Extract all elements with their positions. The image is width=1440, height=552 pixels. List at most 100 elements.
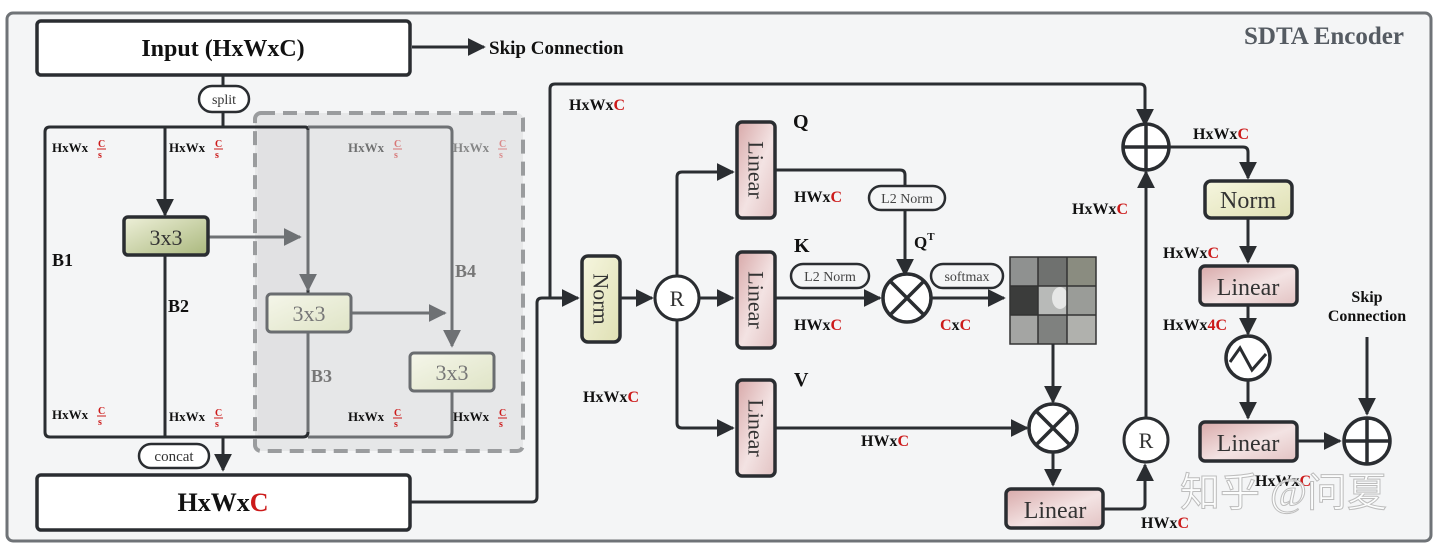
dim-norm-out: HxWxC	[1163, 245, 1219, 262]
add-node-2	[1342, 416, 1392, 466]
dim-prefix: HxWx	[52, 407, 89, 422]
dim-k: HWxC	[794, 317, 842, 334]
linear-proj-label: Linear	[1024, 498, 1087, 524]
activation-icon	[1224, 334, 1272, 382]
dim-prefix: HxWx	[453, 140, 490, 155]
dim-b4-bottom: HxWx C s	[453, 408, 507, 430]
dim-v-input: HxWxC	[583, 389, 639, 406]
conv-3x3-b3	[265, 292, 353, 334]
output-to-norm-arrow	[410, 289, 580, 504]
conv-3x3-b2-label: 3x3	[150, 225, 183, 250]
dim-prefix: HxWx	[348, 409, 385, 424]
dim-b1-top: HxWx C s	[52, 139, 106, 161]
add-node-1	[1121, 122, 1171, 172]
dim-den: s	[394, 150, 398, 161]
linear-to-r-arrow	[1103, 463, 1154, 511]
branch-label-b3: B3	[311, 366, 332, 386]
dim-prefix: HxWx	[169, 140, 206, 155]
k-label: K	[794, 235, 810, 257]
skip-connection-right-line2: Connection	[1328, 308, 1406, 325]
q-label: Q	[793, 111, 809, 133]
dim-den: s	[98, 417, 102, 428]
split-dim-labels: HxWx C s HxWx C s HxWx C s HxWx C s HxWx…	[52, 139, 507, 430]
dim-v: HWxC	[861, 433, 909, 450]
dim-num: C	[394, 408, 401, 419]
split-label: split	[212, 93, 236, 108]
linear-reduce-label: Linear	[1217, 431, 1280, 457]
softmax-label: softmax	[944, 270, 989, 285]
branch-label-b4: B4	[455, 261, 476, 281]
dim-add-out: HxWxC	[1193, 126, 1249, 143]
dim-linear-out: HWxC	[1141, 515, 1189, 532]
linear-k-label: Linear	[744, 271, 769, 329]
attention-map-image	[1009, 256, 1097, 345]
l2norm-q-pill	[867, 184, 947, 212]
encoder-title: SDTA Encoder	[1244, 23, 1404, 50]
r-to-v-arrow	[675, 320, 735, 437]
dim-den: s	[394, 419, 398, 430]
dim-prefix: HxWx	[169, 409, 206, 424]
branch-b4-in	[308, 125, 461, 348]
dim-b3-top: HxWx C s	[348, 139, 402, 161]
b3-shade	[258, 128, 308, 436]
input-box-label: Input (HxWxC)	[141, 36, 304, 62]
dim-cxc: CxC	[940, 317, 971, 334]
watermark: 知乎 @问夏	[1180, 470, 1387, 515]
dim-den: s	[499, 150, 503, 161]
norm-block-horizontal-label: Norm	[1220, 188, 1276, 214]
reshape-node-2-label: R	[1139, 428, 1154, 453]
conv-3x3-b3-label: 3x3	[293, 301, 326, 326]
conv-3x3-b4	[408, 351, 496, 393]
matmul-node-attn-v	[1027, 402, 1079, 454]
dim-num: C	[499, 139, 506, 150]
concat-pill	[137, 442, 211, 470]
dim-b2-bottom: HxWx C s	[169, 408, 223, 430]
dim-den: s	[215, 419, 219, 430]
v-label: V	[794, 369, 809, 391]
dim-b2-top: HxWx C s	[169, 139, 223, 161]
skip-connection-right-line1: Skip	[1351, 289, 1382, 306]
branch-b2-out	[163, 250, 223, 439]
dim-num: C	[98, 139, 105, 150]
softmax-pill	[929, 262, 1005, 290]
concat-label: concat	[154, 449, 194, 465]
l2norm-k-label: L2 Norm	[804, 270, 856, 285]
dim-num: C	[499, 408, 506, 419]
dim-prefix: HxWx	[52, 140, 89, 155]
reshape-node-1-label: R	[670, 286, 685, 311]
linear-v-label: Linear	[744, 399, 769, 457]
conv-3x3-b2	[122, 215, 210, 257]
dim-num: C	[98, 406, 105, 417]
residual-top-arrow	[548, 82, 1154, 298]
matmul-node-qk	[881, 272, 933, 324]
dim-den: s	[98, 150, 102, 161]
branch-label-b2: B2	[168, 296, 189, 316]
r-to-q-arrow	[675, 163, 735, 276]
branch-b2-in	[156, 125, 223, 217]
branch-b1-path	[43, 125, 223, 439]
linear-q-label: Linear	[744, 141, 769, 199]
output-box-label: HxWxC	[177, 488, 268, 517]
l2norm-q-label: L2 Norm	[881, 192, 933, 207]
l2norm-k-pill	[789, 262, 871, 290]
skip-connection-top-label: Skip Connection	[489, 38, 624, 59]
dim-num: C	[215, 408, 222, 419]
add-to-norm-arrow	[1169, 145, 1257, 180]
branch-b4-out	[308, 390, 454, 439]
dim-residual-top: HxWxC	[569, 97, 625, 114]
dim-attn-out: HxWxC	[1072, 201, 1128, 218]
qt-label: QT	[914, 231, 935, 252]
q-to-mul-arrow	[775, 168, 914, 277]
linear-k-block	[735, 250, 777, 350]
dim-final: HxWxC	[1255, 473, 1311, 490]
dim-b3-bottom: HxWx C s	[348, 408, 402, 430]
dim-num: C	[215, 139, 222, 150]
dim-b4-top: HxWx C s	[453, 139, 507, 161]
dim-q: HWxC	[794, 189, 842, 206]
conv-3x3-b4-label: 3x3	[436, 360, 469, 385]
branch-label-b1: B1	[52, 250, 73, 270]
dim-expand: HxWx4C	[1163, 317, 1227, 334]
dim-prefix: HxWx	[348, 140, 385, 155]
dim-b1-bottom: HxWx C s	[52, 406, 106, 428]
